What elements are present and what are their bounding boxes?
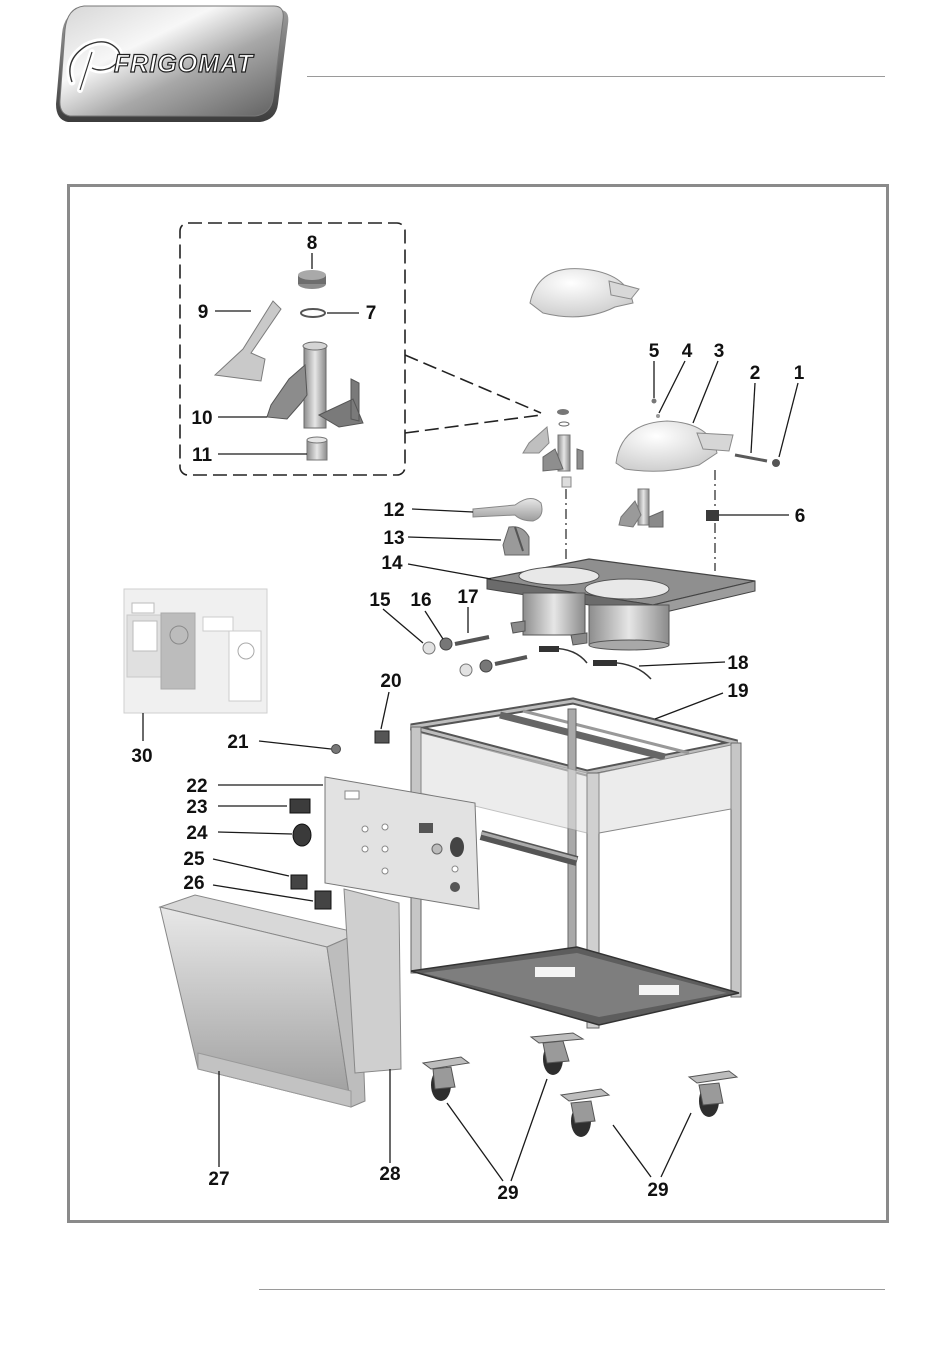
callout-30: 30: [131, 746, 152, 767]
callout-20: 20: [380, 671, 401, 692]
callout-22: 22: [186, 776, 207, 797]
rod-part: [735, 455, 767, 461]
callout-25: 25: [183, 849, 205, 870]
callout-21: 21: [227, 732, 249, 753]
support-bracket-part: [267, 365, 307, 419]
callout-19: 19: [727, 681, 748, 702]
callout-8: 8: [307, 233, 318, 254]
callout-7: 7: [366, 303, 377, 324]
o-ring-part: [301, 309, 325, 317]
knob-part: [772, 459, 780, 467]
callout-1: 1: [794, 363, 805, 384]
right-shaft-assembly: [619, 489, 663, 527]
callout-24: 24: [186, 823, 208, 844]
cable-part: [539, 646, 651, 679]
front-panel-part: [160, 895, 365, 1107]
lamp-25-part: [291, 875, 307, 889]
fittings-group: [423, 637, 527, 676]
callout-28: 28: [379, 1164, 400, 1185]
callout-4: 4: [682, 341, 693, 362]
diagram-frame: 8 9 7 10 11 5 4 3 2 1 6 12 13 14 15 16 1…: [67, 184, 889, 1223]
top-plate-part: [487, 559, 755, 650]
callout-5: 5: [649, 341, 660, 362]
callout-12: 12: [383, 500, 404, 521]
footer-rule: [259, 1289, 885, 1290]
callout-9: 9: [198, 302, 209, 323]
callout-15: 15: [369, 590, 391, 611]
page-header: FRIGOMAT: [0, 0, 950, 160]
callout-3: 3: [714, 341, 725, 362]
callout-16: 16: [410, 590, 431, 611]
callout-29-right: 29: [647, 1180, 668, 1201]
callout-11: 11: [192, 445, 213, 466]
caster-part: [531, 1033, 583, 1075]
callout-17: 17: [457, 587, 478, 608]
bushing-part: [307, 437, 327, 460]
callout-23: 23: [186, 797, 207, 818]
socket-26-part: [315, 891, 331, 909]
callout-2: 2: [750, 363, 761, 384]
switch-23-part: [290, 799, 310, 813]
callout-26: 26: [183, 873, 204, 894]
nut-part: [298, 270, 326, 289]
callout-29-left: 29: [497, 1183, 518, 1204]
caster-part: [423, 1057, 469, 1101]
callout-27: 27: [208, 1169, 229, 1190]
plug-21-part: [332, 745, 341, 754]
caster-part: [561, 1089, 609, 1137]
selector-24-part: [293, 824, 311, 846]
callout-14: 14: [381, 553, 403, 574]
exploded-parts-diagram: 8 9 7 10 11 5 4 3 2 1 6 12 13 14 15 16 1…: [70, 187, 886, 1220]
detail-inset: [180, 223, 541, 475]
switch-20-part: [375, 731, 389, 743]
brand-name: FRIGOMAT: [114, 50, 253, 79]
switch-block-part: [706, 510, 719, 521]
callout-10: 10: [191, 408, 212, 429]
caster-part: [689, 1071, 737, 1117]
center-shaft-assembly: [523, 427, 583, 487]
bracket-part: [215, 301, 281, 381]
handle-part: [473, 498, 542, 521]
callout-13: 13: [383, 528, 404, 549]
control-decal-part: [124, 589, 267, 713]
callout-18: 18: [727, 653, 748, 674]
header-rule: [307, 76, 885, 77]
callout-6: 6: [795, 506, 806, 527]
